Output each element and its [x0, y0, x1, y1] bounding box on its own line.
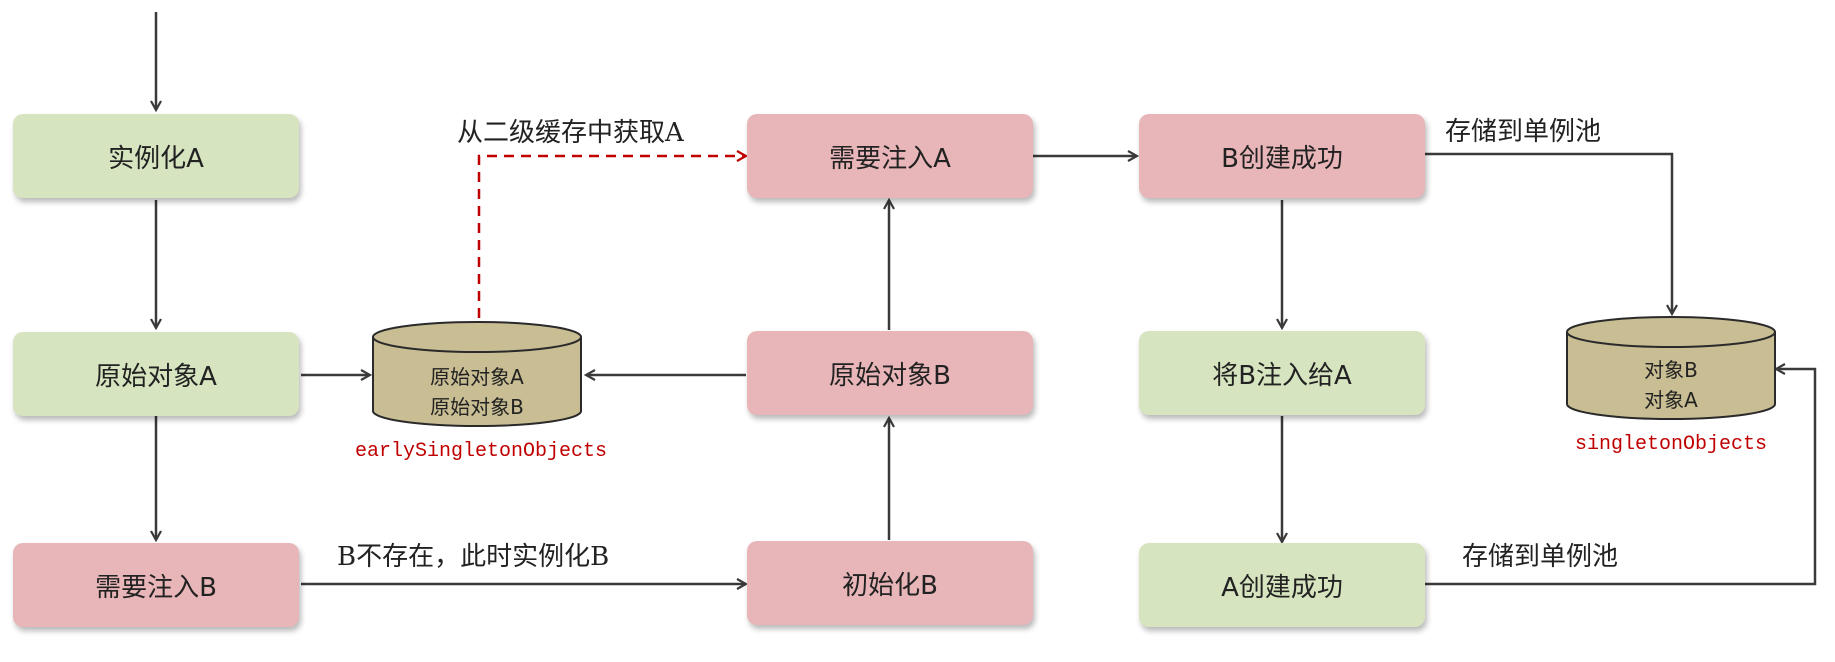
node-b-created: B创建成功	[1139, 114, 1425, 198]
node-instantiate-a: 实例化A	[13, 114, 299, 198]
early-cache-cylinder	[372, 321, 582, 427]
singleton-cache-cylinder	[1566, 316, 1776, 420]
node-init-b-label: 初始化B	[842, 570, 938, 601]
node-a-created-label: A创建成功	[1221, 572, 1343, 603]
node-inject-b-into-a-label: 将B注入给A	[1212, 360, 1352, 391]
node-a-created: A创建成功	[1139, 543, 1425, 627]
early-cache-line-1: 原始对象A	[430, 365, 524, 389]
singleton-cache-line-2: 对象A	[1644, 388, 1698, 412]
node-inject-b-into-a: 将B注入给A	[1139, 331, 1425, 415]
early-cache-line-2: 原始对象B	[430, 395, 524, 419]
node-need-inject-a-label: 需要注入A	[829, 143, 951, 174]
node-raw-object-a-label: 原始对象A	[95, 361, 217, 392]
node-need-inject-a: 需要注入A	[747, 114, 1033, 198]
node-b-created-label: B创建成功	[1221, 143, 1343, 174]
arrow-b-created-to-singleton-cache	[1425, 152, 1672, 314]
dashed-arrow-early-cache-to-need-a	[477, 156, 746, 318]
singleton-cache-line-1: 对象B	[1644, 358, 1698, 382]
node-need-inject-b-label: 需要注入B	[95, 572, 217, 603]
node-instantiate-a-label: 实例化A	[108, 143, 204, 174]
early-cache-name: earlySingletonObjects	[355, 440, 608, 463]
arrow-a-created-to-singleton-cache	[1425, 369, 1817, 586]
node-init-b: 初始化B	[747, 541, 1033, 625]
early-cache-contents: 原始对象A 原始对象B	[373, 362, 581, 422]
node-need-inject-b: 需要注入B	[13, 543, 299, 627]
label-b-missing: B不存在，此时实例化B	[337, 542, 610, 572]
node-raw-object-b-label: 原始对象B	[829, 360, 951, 391]
node-raw-object-b: 原始对象B	[747, 331, 1033, 415]
label-store-pool-1: 存储到单例池	[1445, 117, 1602, 147]
label-store-pool-2: 存储到单例池	[1462, 542, 1619, 572]
singleton-cache-contents: 对象B 对象A	[1567, 355, 1775, 415]
singleton-cache-name: singletonObjects	[1575, 433, 1768, 456]
label-get-from-second-cache: 从二级缓存中获取A	[457, 118, 684, 148]
node-raw-object-a: 原始对象A	[13, 332, 299, 416]
